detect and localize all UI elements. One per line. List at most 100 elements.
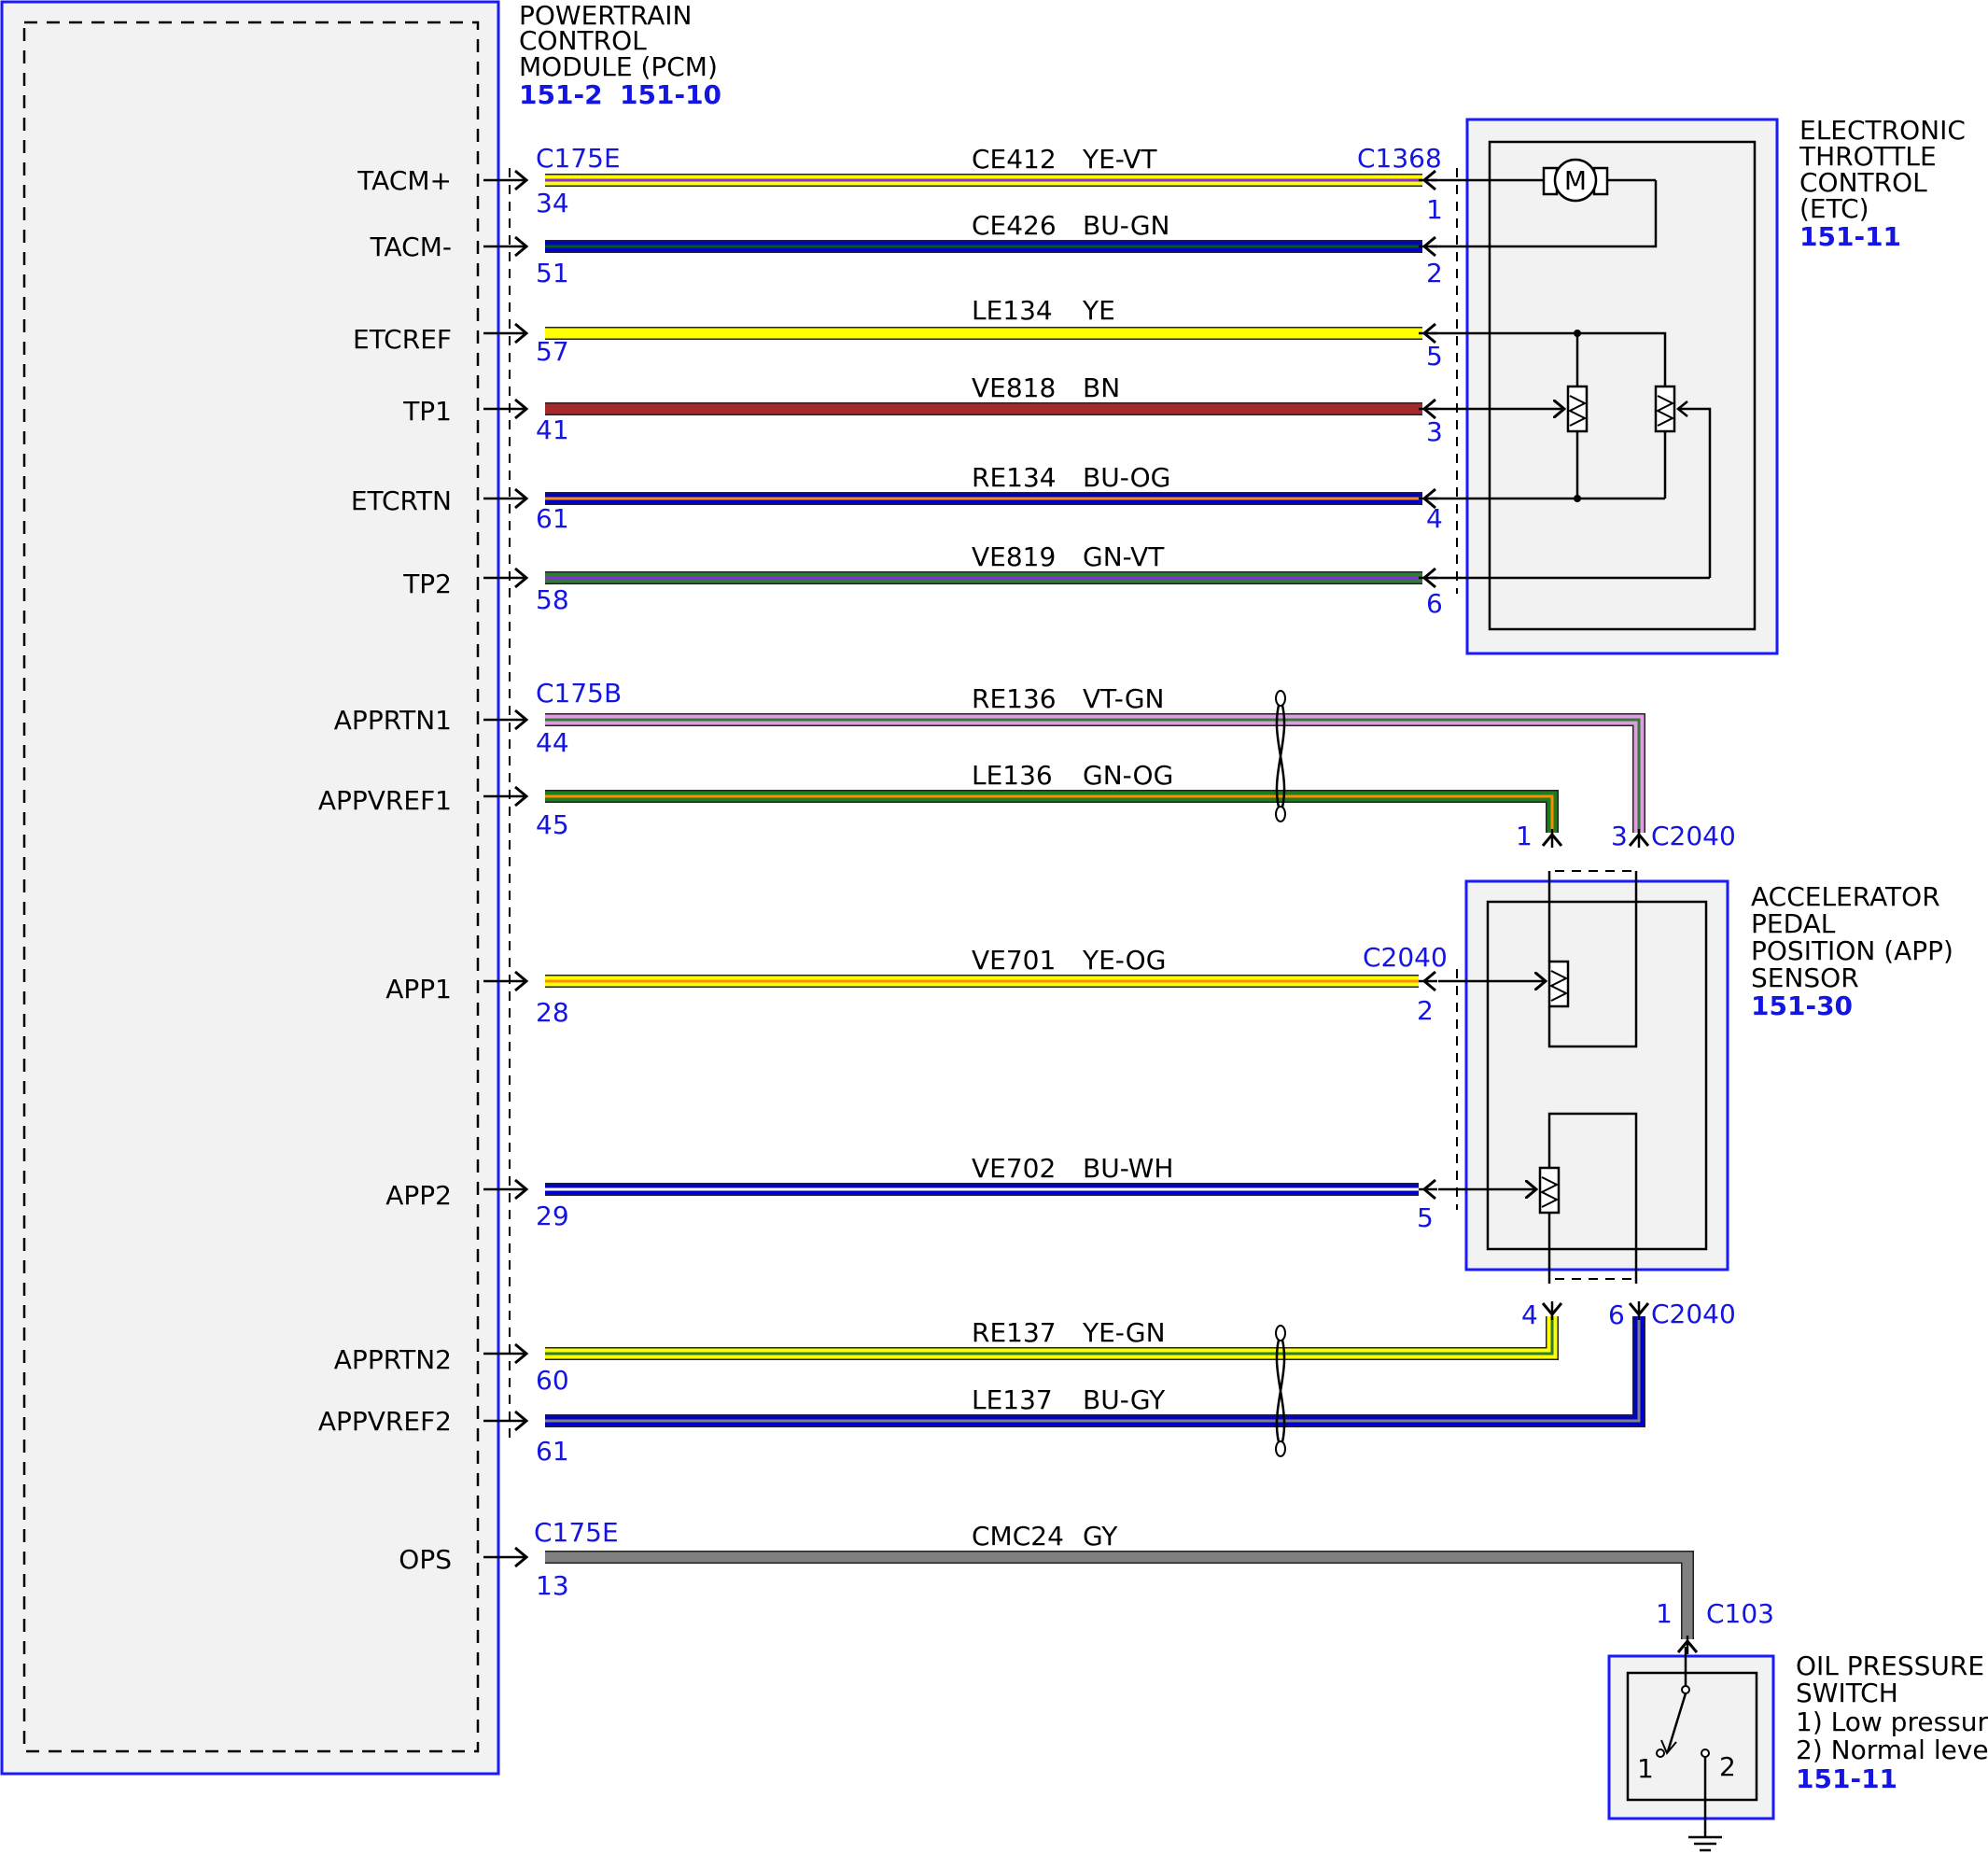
device-pin-number: 6 [1426,588,1443,619]
wire-color-code: BN [1083,372,1120,403]
app-title-line-1: ACCELERATOR [1751,881,1940,912]
ops-title-line-1: OIL PRESSURE [1796,1650,1984,1681]
app-ref: 151-30 [1751,990,1853,1021]
wire-color-code: GN-VT [1083,541,1165,572]
pcm-pin-arrow-icon [514,169,529,191]
switch-icon: 1 2 [1637,1647,1736,1784]
wire-stripe-color [545,794,1554,833]
wire-color-code: BU-WH [1083,1153,1173,1184]
device-pin-arrow-icon [1421,169,1436,191]
circuit-id: RE136 [972,683,1057,714]
pcm-ref-1: 151-2 [519,79,603,110]
device-pin-arrow-icon [1421,567,1436,589]
pcm-pin-arrow-icon [514,235,529,258]
app-inner-box [1486,900,1708,1251]
pcm-pin-arrow-icon [514,709,529,731]
device-pin-number: 5 [1417,1202,1434,1233]
pcm-signal-name: APP2 [385,1180,452,1211]
wire-color-code: BU-GY [1083,1384,1166,1415]
connector-labels: C175E C1368 C175B C2040 C2040 C2040 C175… [534,143,1774,1629]
pcm-signal-name: TACM- [370,232,452,262]
circuit-id: LE137 [972,1384,1053,1415]
pcm-pin-arrow-icon [514,1342,529,1365]
etc-title: ELECTRONIC THROTTLE CONTROL (ETC) 151-11 [1799,115,1966,252]
connector-c103: C103 [1706,1598,1774,1629]
app-title-line-4: SENSOR [1751,962,1859,993]
device-pin-number: 3 [1611,821,1628,851]
connector-c175e-top: C175E [536,143,621,174]
etc-inner-box [1488,140,1757,631]
pcm-signal-name: APPVREF1 [318,785,452,816]
etc-ref: 151-11 [1799,221,1901,252]
pcm-pin-arrow-icon [514,1546,529,1568]
pcm-pin-arrow-icon [514,1178,529,1201]
pcm-pin-arrow-icon [514,1410,529,1432]
pcm-pin-number: 45 [536,809,569,840]
pcm-pin-arrow-icon [514,785,529,808]
circuit-id: VE819 [972,541,1056,572]
pcm-signal-name: APPRTN2 [334,1344,452,1375]
circuit-id: LE136 [972,760,1053,791]
twisted-pair-icon [1275,690,1286,822]
app-sensor-1-icon [1438,871,1638,1048]
device-pin-number: 5 [1426,341,1443,372]
device-pin-arrow-icon [1676,1638,1699,1653]
etc-title-line-4: (ETC) [1799,193,1869,224]
motor-symbol-label: M [1564,165,1587,196]
app-title: ACCELERATOR PEDAL POSITION (APP) SENSOR … [1751,881,1953,1021]
pcm-title-line-1: POWERTRAIN [519,0,693,31]
pcm-pin-number: 13 [536,1570,569,1601]
wire-color-code: BU-GN [1083,210,1169,241]
connector-c175e-bottom: C175E [534,1517,619,1548]
pcm-outline [0,0,500,1776]
pcm-inner-dashed [22,21,480,1753]
device-pin-number: 4 [1426,503,1443,534]
switch-position-2: 2 [1719,1751,1736,1782]
pcm-title: POWERTRAIN CONTROL MODULE (PCM) 151-2 15… [519,0,721,110]
pcm-signal-name: ETCREF [353,324,452,355]
pcm-pin-arrow-icon [514,567,529,589]
ops-outline [1607,1654,1775,1820]
device-pin-number: 1 [1516,821,1533,851]
throttle-position-sensors-icon [1431,330,1712,580]
device-pin-number: 3 [1426,416,1443,447]
pcm-pin-number: 41 [536,414,569,445]
ops-title-line-4: 2) Normal level [1796,1735,1988,1765]
device-pin-number: 1 [1426,194,1443,225]
device-pin-arrow-icon [1421,235,1436,258]
circuit-id: CMC24 [972,1521,1064,1552]
device-pin-arrow-icon [1421,398,1436,420]
wire-color-code: BU-OG [1083,462,1170,493]
pcm-signal-name: TACM+ [357,165,452,196]
etc-outline [1465,118,1779,655]
pcm-signal-name: APPRTN1 [334,705,452,736]
pcm-pin-number: 61 [536,1436,569,1467]
connector-c175b: C175B [536,678,622,709]
pcm-pin-number: 51 [536,258,569,288]
pcm-pin-number: 34 [536,188,569,218]
ops-inner-box [1626,1671,1758,1802]
pcm-signal-name: OPS [399,1544,452,1575]
ops-title: OIL PRESSURE SWITCH 1) Low pressure 2) N… [1796,1650,1988,1794]
pcm-pin-arrow-icon [514,487,529,510]
device-pin-number: 4 [1521,1299,1538,1330]
ops-title-line-2: SWITCH [1796,1678,1898,1708]
app-title-line-3: POSITION (APP) [1751,935,1953,966]
connector-c1368: C1368 [1357,143,1442,174]
device-pin-arrow-icon [1421,322,1436,344]
wire-stripe-color [545,1316,1641,1423]
app-title-line-2: PEDAL [1751,908,1836,939]
pcm-signal-name: TP1 [402,396,452,427]
wire-color-code: YE-OG [1082,945,1166,976]
pcm-pin-number: 28 [536,997,569,1028]
twisted-pair-icon [1275,1325,1286,1457]
circuit-id: RE137 [972,1317,1057,1348]
pcm-ref-2: 151-10 [620,79,721,110]
pcm-pin-number: 57 [536,336,569,367]
wire-color-code: YE-GN [1082,1317,1166,1348]
